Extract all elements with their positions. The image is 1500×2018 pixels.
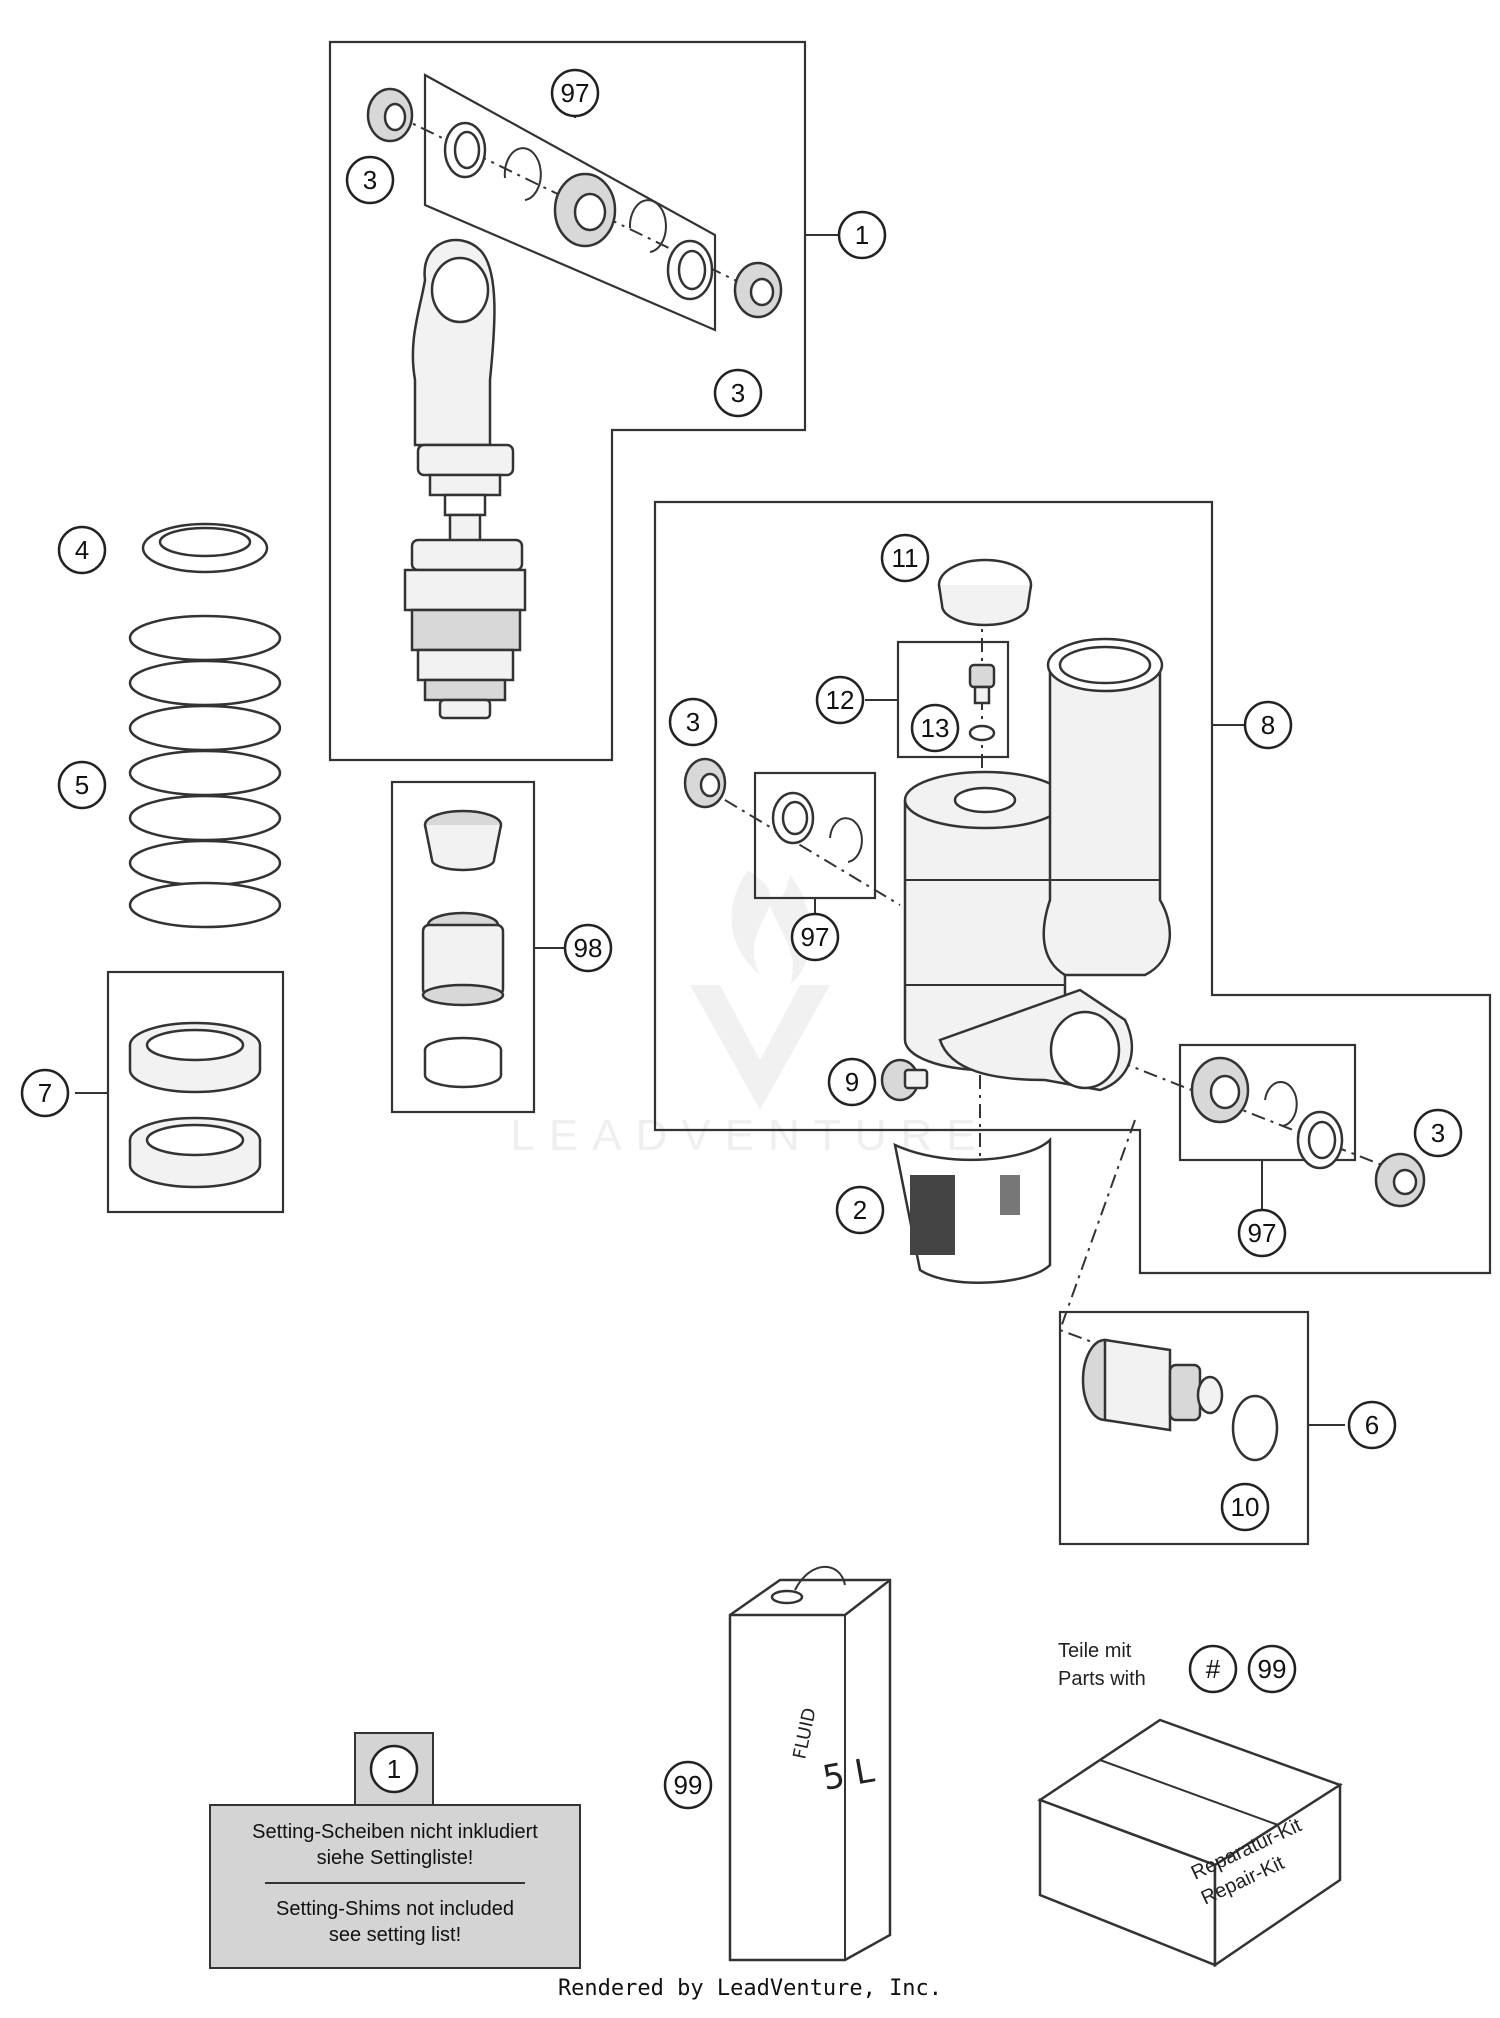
parts-with-label-de: Teile mit bbox=[1058, 1640, 1132, 1662]
svg-text:10: 10 bbox=[1231, 1492, 1260, 1522]
note-de-line1: Setting-Scheiben nicht inkludiert bbox=[252, 1821, 538, 1843]
svg-text:3: 3 bbox=[1431, 1118, 1445, 1148]
bushing-ring bbox=[423, 1036, 503, 1089]
note-en-line2: see setting list! bbox=[329, 1924, 461, 1946]
damper-body-frame-8 bbox=[653, 500, 1492, 1275]
note-de-line2: siehe Settingliste! bbox=[317, 1847, 474, 1869]
lock-nut-upper bbox=[128, 1021, 262, 1094]
note-en-line1: Setting-Shims not included bbox=[276, 1898, 514, 1920]
svg-text:3: 3 bbox=[686, 707, 700, 737]
callout-8: 8 bbox=[1243, 700, 1293, 750]
callout-13: 13 bbox=[910, 703, 960, 753]
bleed-screw-9 bbox=[880, 1058, 929, 1102]
seal-head bbox=[421, 911, 505, 1007]
callout-97-right-8: 97 bbox=[1237, 1208, 1287, 1258]
callout-1: 1 bbox=[837, 210, 887, 260]
hash-circle bbox=[1188, 1644, 1238, 1694]
svg-text:99: 99 bbox=[1258, 1654, 1287, 1684]
callout-4: 4 bbox=[57, 525, 107, 575]
bearing-right-8 bbox=[1190, 1056, 1250, 1124]
callout-99-can: 99 bbox=[663, 1760, 713, 1810]
svg-text:13: 13 bbox=[921, 713, 950, 743]
svg-text:97: 97 bbox=[1248, 1218, 1277, 1248]
svg-text:97: 97 bbox=[801, 922, 830, 952]
shock-assembly-frame bbox=[328, 40, 807, 762]
circlip-left-8 bbox=[829, 817, 863, 863]
svg-text:7: 7 bbox=[38, 1078, 52, 1108]
callout-5: 5 bbox=[57, 760, 107, 810]
reservoir-cylinder bbox=[903, 770, 1067, 1072]
lock-nut-lower bbox=[128, 1116, 262, 1189]
callout-97-left-8: 97 bbox=[790, 912, 840, 962]
svg-text:4: 4 bbox=[75, 535, 89, 565]
svg-text:3: 3 bbox=[731, 378, 745, 408]
top-ring-1 bbox=[443, 121, 487, 179]
callout-3-top-left: 3 bbox=[345, 155, 395, 205]
callout-7: 7 bbox=[20, 1068, 70, 1118]
eye-seal-right-8 bbox=[1374, 1152, 1426, 1208]
callout-97-top: 97 bbox=[550, 68, 600, 118]
callout-11: 11 bbox=[880, 533, 930, 583]
svg-text:3: 3 bbox=[363, 165, 377, 195]
compression-valve-6 bbox=[1081, 1338, 1224, 1432]
svg-text:1: 1 bbox=[387, 1754, 401, 1784]
callout-3-left-8: 3 bbox=[668, 697, 718, 747]
svg-text:11: 11 bbox=[892, 543, 919, 573]
coil-spring-5 bbox=[128, 614, 282, 929]
callout-99-legend: 99 bbox=[1247, 1644, 1297, 1694]
decal-sleeve-2 bbox=[893, 1136, 1052, 1284]
top-eye-seal-left bbox=[366, 87, 414, 143]
valve-12 bbox=[968, 663, 996, 705]
svg-text:9: 9 bbox=[845, 1067, 859, 1097]
svg-text:12: 12 bbox=[826, 685, 855, 715]
svg-text:2: 2 bbox=[853, 1195, 867, 1225]
repair-kit-box: Reparatur-Kit Repair-Kit bbox=[1037, 1718, 1343, 1968]
callout-98: 98 bbox=[563, 923, 613, 973]
svg-text:97: 97 bbox=[561, 78, 590, 108]
svg-text:99: 99 bbox=[674, 1770, 703, 1800]
callout-3-right-8: 3 bbox=[1413, 1108, 1463, 1158]
footer-rendered-by: Rendered by LeadVenture, Inc. bbox=[557, 1976, 943, 2001]
callout-1-note: 1 bbox=[369, 1744, 419, 1794]
svg-text:98: 98 bbox=[574, 933, 603, 963]
lower-eye-clevis bbox=[938, 988, 1134, 1092]
fluid-volume: 5 L bbox=[820, 1751, 878, 1799]
top-spherical-bearing bbox=[553, 172, 617, 248]
svg-text:1: 1 bbox=[855, 220, 869, 250]
fluid-can-99: FLUID 5 L bbox=[728, 1565, 892, 1962]
hash-symbol: # bbox=[1206, 1654, 1221, 1684]
bearing-kit-97-frame bbox=[423, 73, 717, 332]
shock-eyelet-and-rod bbox=[403, 238, 527, 720]
axis-line-right bbox=[1089, 1049, 1421, 1181]
top-eye-seal-right bbox=[733, 261, 783, 319]
eye-seal-left-8 bbox=[683, 757, 727, 809]
callout-10: 10 bbox=[1220, 1482, 1270, 1532]
reservoir-cap-11 bbox=[937, 558, 1033, 627]
circlip-2 bbox=[628, 199, 667, 253]
circlip-right-8 bbox=[1264, 1081, 1298, 1127]
svg-text:5: 5 bbox=[75, 770, 89, 800]
compression-valve-frame-6 bbox=[1058, 1310, 1310, 1546]
callout-6: 6 bbox=[1347, 1400, 1397, 1450]
o-ring-13 bbox=[968, 724, 996, 742]
svg-text:6: 6 bbox=[1365, 1410, 1379, 1440]
axis-line-left bbox=[699, 784, 901, 906]
bearing-kit-97-right-frame bbox=[1178, 1043, 1357, 1162]
ring-right-8 bbox=[1296, 1110, 1344, 1170]
top-ring-2 bbox=[666, 239, 714, 301]
callout-2: 2 bbox=[835, 1185, 885, 1235]
callout-12: 12 bbox=[815, 675, 865, 725]
spring-retainer-4 bbox=[141, 522, 269, 574]
ring-left-8 bbox=[771, 791, 815, 845]
svg-text:8: 8 bbox=[1261, 710, 1275, 740]
bump-rubber-cap bbox=[423, 809, 503, 872]
o-ring-10 bbox=[1231, 1394, 1279, 1462]
callout-9: 9 bbox=[827, 1057, 877, 1107]
circlip-1 bbox=[503, 147, 542, 201]
callout-3-top-right: 3 bbox=[713, 368, 763, 418]
main-body-tube bbox=[1042, 637, 1172, 977]
parts-with-label-en: Parts with bbox=[1058, 1668, 1146, 1690]
